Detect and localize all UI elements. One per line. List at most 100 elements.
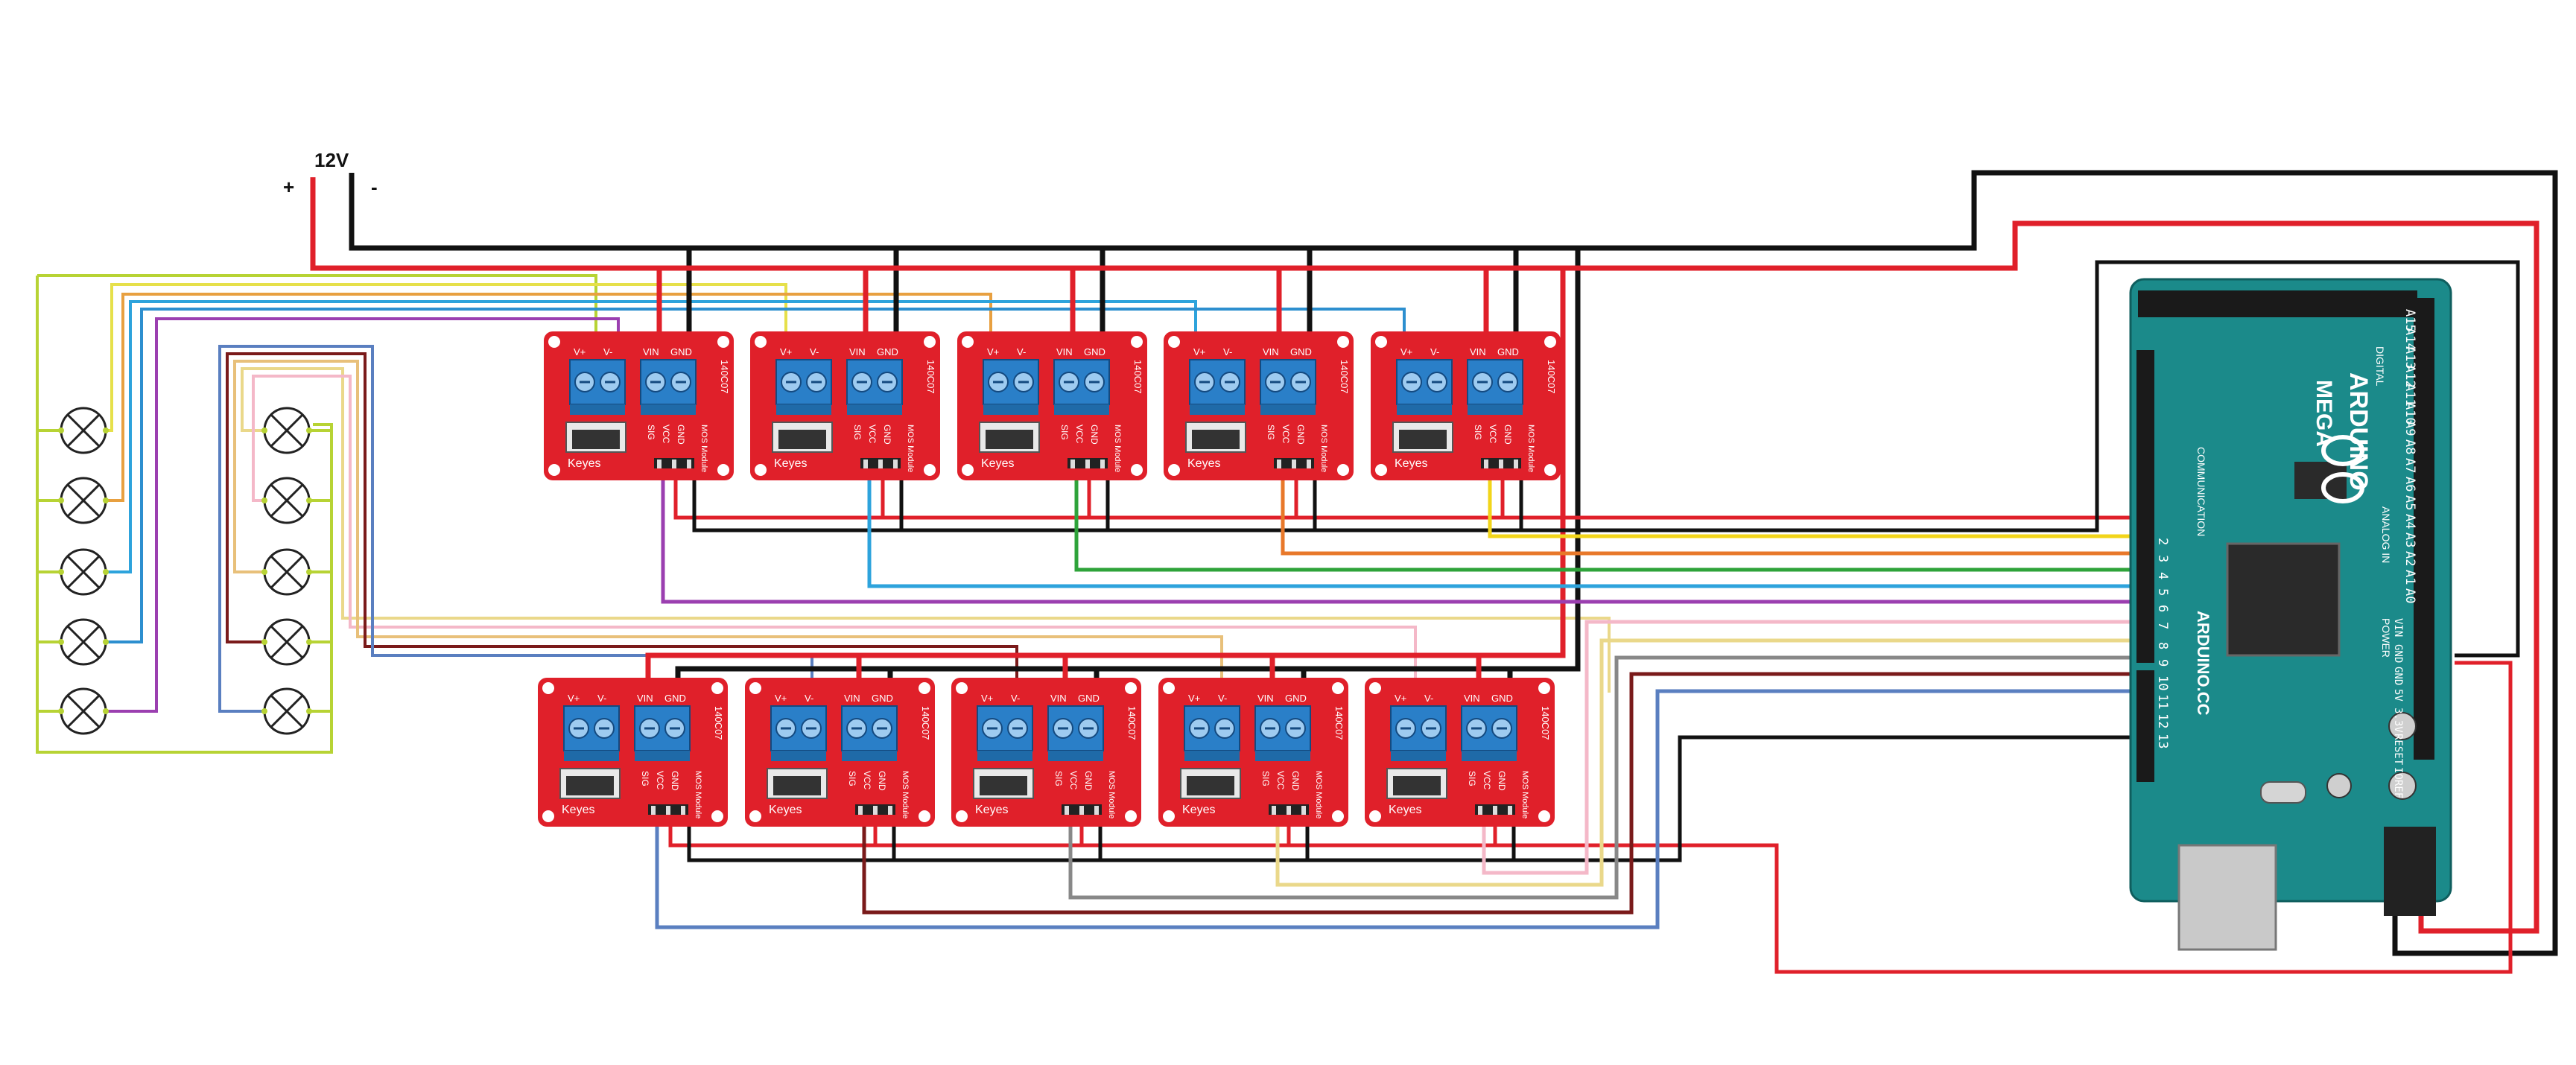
terminal-minus-label: V- [1424, 693, 1433, 704]
module-label: MOS Module [901, 771, 910, 818]
pin-label: 7 [2155, 622, 2170, 629]
brand-label: Keyes [1389, 804, 1421, 816]
part-label: 140C07 [713, 706, 724, 740]
pin-gnd-label: GND [1089, 425, 1100, 445]
part-label: 140C07 [1126, 706, 1138, 740]
part-label: 140C07 [1339, 360, 1350, 394]
terminal-vin-label: VIN [1257, 693, 1274, 704]
mosfet-module-9: V+ V- VIN GND Keyes 140C07 SIG VCC GND M… [1157, 676, 1350, 828]
pin-label: A0 [2402, 588, 2417, 603]
pin-label: GND [2392, 667, 2404, 685]
pin-gnd-label: GND [676, 425, 686, 445]
module-label: MOS Module [1314, 771, 1323, 818]
terminal-gnd-label: GND [1078, 693, 1100, 704]
mosfet-module-8: V+ V- VIN GND Keyes 140C07 SIG VCC GND M… [950, 676, 1143, 828]
module-label: MOS Module [694, 771, 702, 818]
lamp-common-wire [36, 276, 333, 754]
lamp-10 [261, 687, 312, 735]
terminal-plus-label: V+ [1395, 693, 1406, 704]
terminal-minus-label: V- [1017, 346, 1026, 357]
pin-sig-label: SIG [1266, 425, 1276, 440]
module-label: MOS Module [1520, 771, 1529, 818]
pin-label: A12 [2402, 365, 2417, 388]
terminal-vin-label: VIN [1056, 346, 1073, 357]
mosfet-module-1: V+ V- VIN GND Keyes 140C07 SIG VCC GND M… [542, 330, 735, 482]
terminal-gnd-label: GND [1290, 346, 1312, 357]
pin-gnd-label: GND [1290, 771, 1301, 791]
minus-label: - [371, 176, 378, 198]
pin-label: IOREF [2392, 767, 2404, 798]
usb-port [2177, 844, 2277, 951]
mosfet-module-7: V+ V- VIN GND Keyes 140C07 SIG VCC GND M… [743, 676, 936, 828]
analog-pin-labels: A0 A1 A2 A3 A4 A5 A6 A7 A8 A9 A10 A11 A1… [2402, 309, 2417, 603]
pin-sig-label: SIG [1260, 771, 1271, 786]
module-label: MOS Module [1107, 771, 1116, 818]
pin-vcc-label: VCC [661, 425, 671, 444]
pwm-pin-labels: 2 3 4 5 6 7 8 9 10 11 12 13 [2155, 538, 2170, 748]
mosfet-module-5: V+ V- VIN GND Keyes 140C07 SIG VCC GND M… [1369, 330, 1562, 482]
module-label: MOS Module [699, 425, 708, 472]
pin-label: 13 [2155, 734, 2170, 748]
terminal-vin-label: VIN [1470, 346, 1486, 357]
brand-label: Keyes [1187, 457, 1220, 470]
mosfet-module-3: V+ V- VIN GND Keyes 140C07 SIG VCC GND M… [956, 330, 1149, 482]
lamp-3 [58, 548, 109, 596]
supply-wire [310, 177, 2539, 934]
pin-sig-label: SIG [640, 771, 650, 786]
terminal-gnd-label: GND [1497, 346, 1519, 357]
pin-label: A5 [2402, 495, 2417, 510]
pin-label: 5 [2155, 588, 2170, 596]
analog-label: ANALOG IN [2380, 506, 2392, 563]
board-brand-label: ARDUINO [2344, 372, 2373, 491]
lamp-4 [58, 618, 109, 666]
pin-sig-label: SIG [1473, 425, 1483, 440]
pin-sig-label: SIG [852, 425, 863, 440]
pin-label: A8 [2402, 439, 2417, 454]
terminal-plus-label: V+ [775, 693, 787, 704]
terminal-plus-label: V+ [1193, 346, 1205, 357]
pin-label: A4 [2402, 514, 2417, 529]
pin-label: 3.3V [2392, 708, 2404, 733]
brand-label: Keyes [562, 804, 594, 816]
pin-sig-label: SIG [646, 425, 656, 440]
terminal-plus-label: V+ [1188, 693, 1200, 704]
terminal-minus-label: V- [1011, 693, 1020, 704]
ground-wire [349, 170, 2558, 956]
signal-wires [655, 260, 2520, 974]
pin-label: VIN [2392, 618, 2404, 637]
pin-label: RESET [2392, 734, 2404, 766]
lamp-group-right [261, 407, 312, 735]
terminal-gnd-label: GND [1491, 693, 1513, 704]
pin-label: 9 [2155, 659, 2170, 667]
pin-gnd-label: GND [1083, 771, 1094, 791]
board-model-label: MEGA [2312, 380, 2336, 447]
terminal-vin-label: VIN [849, 346, 866, 357]
pin-label: A9 [2402, 421, 2417, 436]
power-supply: 12V + - [283, 149, 378, 198]
part-label: 140C07 [920, 706, 931, 740]
pin-label: A13 [2402, 346, 2417, 369]
part-label: 140C07 [1333, 706, 1345, 740]
pin-sig-label: SIG [1053, 771, 1064, 786]
terminal-minus-label: V- [1218, 693, 1227, 704]
terminal-vin-label: VIN [844, 693, 860, 704]
pin-label: A7 [2402, 458, 2417, 473]
power-pin-labels: VIN GND GND 5V 3.3V RESET IOREF [2392, 618, 2404, 798]
pin-label: A1 [2402, 570, 2417, 585]
pin-label: A11 [2402, 384, 2417, 407]
mosfet-module-4: V+ V- VIN GND Keyes 140C07 SIG VCC GND M… [1162, 330, 1355, 482]
brand-label: Keyes [975, 804, 1008, 816]
terminal-minus-label: V- [597, 693, 606, 704]
power-jack [2384, 827, 2436, 916]
lamp-1 [58, 407, 109, 454]
module-label: MOS Module [1113, 425, 1122, 472]
terminal-vin-label: VIN [1050, 693, 1067, 704]
terminal-vin-label: VIN [1464, 693, 1480, 704]
part-label: 140C07 [925, 360, 936, 394]
terminal-plus-label: V+ [981, 693, 993, 704]
pin-gnd-label: GND [670, 771, 680, 791]
pin-label: 4 [2155, 572, 2170, 579]
module-label: MOS Module [906, 425, 915, 472]
pin-gnd-label: GND [877, 771, 887, 791]
lamp-2 [58, 477, 109, 524]
